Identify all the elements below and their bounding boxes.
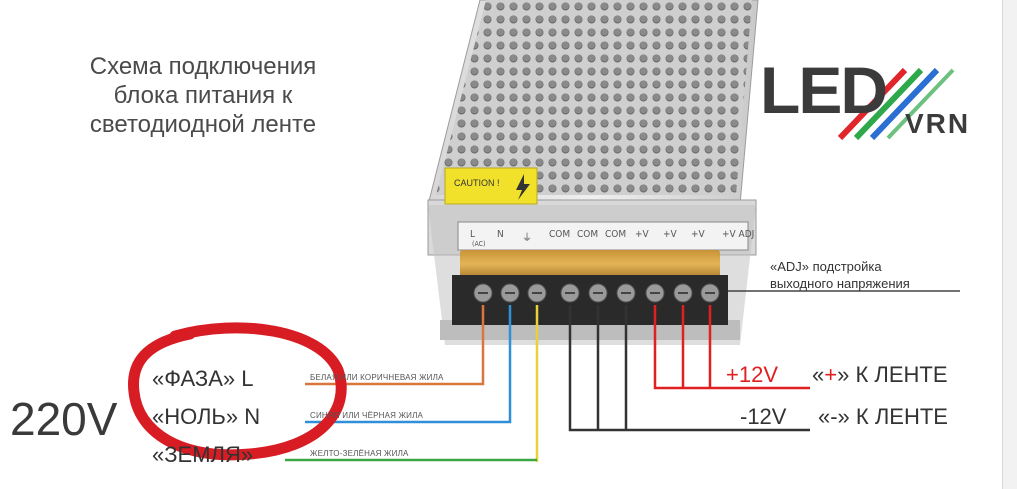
terminal-label: L bbox=[470, 229, 476, 240]
terminal-block bbox=[452, 275, 728, 325]
phase-wire-label: БЕЛАЯ ИЛИ КОРИЧНЕВАЯ ЖИЛА bbox=[310, 373, 444, 382]
annotation-circle bbox=[128, 322, 347, 461]
terminal-label: ⏚ bbox=[522, 233, 532, 244]
terminal-label: COM bbox=[605, 229, 627, 240]
logo-led-text: LED bbox=[760, 53, 888, 127]
minus-output-label: «-» К ЛЕНТЕ bbox=[818, 404, 948, 429]
terminal-label: +V bbox=[691, 229, 705, 240]
plus-voltage-label: +12V bbox=[726, 362, 778, 387]
diagram-title: Схема подключения блока питания к светод… bbox=[48, 52, 358, 139]
minus-voltage-label: -12V bbox=[740, 404, 787, 429]
adj-note: «ADJ» подстройка выходного напряжения bbox=[770, 258, 910, 292]
terminal-label: +V bbox=[663, 229, 677, 240]
ground-wire-label: ЖЕЛТО-ЗЕЛЁНАЯ ЖИЛА bbox=[310, 449, 409, 458]
terminal-ac-label: (AC) bbox=[472, 240, 486, 248]
terminal-label: +V bbox=[635, 229, 649, 240]
caution-label: CAUTION ! bbox=[444, 167, 538, 205]
neutral-wire-label: СИНЯЯ ИЛИ ЧЁРНАЯ ЖИЛА bbox=[310, 411, 424, 420]
terminal-label: COM bbox=[577, 229, 599, 240]
terminal-cover bbox=[460, 250, 720, 278]
ground-label: «ЗЕМЛЯ» bbox=[152, 442, 254, 467]
logo-stripes bbox=[837, 67, 955, 141]
adj-note-line-1: «ADJ» подстройка bbox=[770, 259, 882, 274]
input-voltage-label: 220V bbox=[10, 393, 118, 445]
terminal-label: COM bbox=[549, 229, 571, 240]
terminal-label: +V ADJ bbox=[722, 229, 755, 240]
svg-text:CAUTION !: CAUTION ! bbox=[454, 178, 500, 188]
adj-note-line-2: выходного напряжения bbox=[770, 276, 910, 291]
phase-label: «ФАЗА» L bbox=[152, 366, 254, 391]
title-line-2: блока питания к bbox=[113, 82, 293, 109]
plus-output-label: «+» К ЛЕНТЕ bbox=[812, 362, 948, 387]
window-edge-bar bbox=[1002, 0, 1017, 489]
title-line-3: светодиодной ленте bbox=[89, 111, 317, 138]
logo-vrn-text: VRN bbox=[905, 108, 971, 139]
wires bbox=[285, 290, 960, 462]
neutral-label: «НОЛЬ» N bbox=[152, 404, 261, 429]
title-line-1: Схема подключения bbox=[89, 53, 317, 80]
terminal-label: N bbox=[497, 229, 504, 240]
